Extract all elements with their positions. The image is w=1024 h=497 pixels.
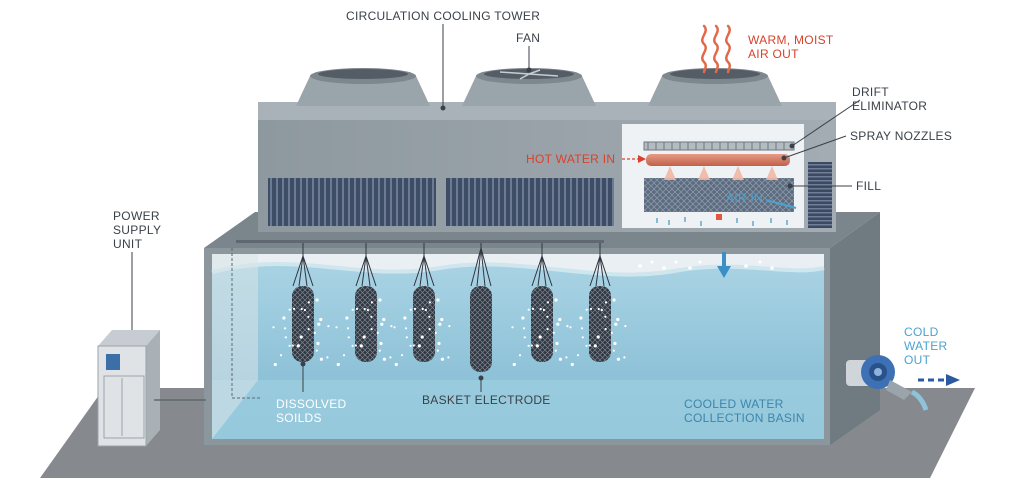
fan-icon (462, 68, 596, 106)
label-spray-nozzles: SPRAY NOZZLES (850, 129, 952, 143)
fill-media (644, 178, 794, 212)
label-warm-air-2: AIR OUT (748, 47, 799, 61)
louver-panel-2 (446, 178, 614, 226)
spray-nozzles (664, 166, 778, 180)
electrode-hanger-bar (231, 240, 604, 399)
label-cold-3: OUT (904, 353, 931, 367)
louver-panel-1 (268, 178, 436, 226)
basket-electrode (470, 243, 492, 372)
basket-electrode (511, 243, 569, 367)
label-hot-water-in: HOT WATER IN (526, 152, 615, 166)
basket-electrode (272, 243, 330, 367)
fan-icon (296, 68, 430, 106)
label-air-in: AIR IN (726, 191, 763, 205)
label-drift-2: ELIMINATOR (852, 99, 927, 113)
label-power-3: UNIT (113, 237, 143, 251)
side-louver (808, 162, 832, 228)
basket-electrode (393, 243, 451, 367)
fan-icon (648, 68, 782, 106)
water-floor (212, 380, 824, 439)
pump-icon (846, 355, 960, 411)
bubbles (638, 260, 774, 270)
label-basin-2: COLLECTION BASIN (684, 411, 805, 425)
tower-body-top (258, 102, 836, 122)
warm-air-icon (701, 24, 732, 74)
basin-right-side (830, 212, 880, 445)
air-in-arrow (765, 199, 797, 209)
label-basket-electrode: BASKET ELECTRODE (422, 393, 551, 407)
basket-electrode (569, 243, 627, 367)
label-power-2: SUPPLY (113, 223, 161, 237)
label-fan: FAN (516, 31, 540, 45)
label-circulation-cooling-tower: CIRCULATION COOLING TOWER (346, 9, 540, 23)
tower-cutaway (622, 124, 804, 228)
label-fill: FILL (856, 179, 881, 193)
power-supply-unit-icon (97, 330, 206, 447)
basin-left-wall (212, 254, 258, 439)
hot-water-pipe (646, 154, 790, 166)
label-warm-air-1: WARM, MOIST (748, 33, 834, 47)
label-dissolved-2: SOILDS (276, 411, 322, 425)
label-cold-1: COLD (904, 325, 939, 339)
label-dissolved-1: DISSOLVED (276, 397, 347, 411)
drift-eliminator (643, 141, 795, 151)
label-power-1: POWER (113, 209, 160, 223)
basket-electrode (335, 243, 393, 367)
label-cold-2: WATER (904, 339, 948, 353)
label-basin-1: COOLED WATER (684, 397, 784, 411)
label-drift-1: DRIFT (852, 85, 889, 99)
